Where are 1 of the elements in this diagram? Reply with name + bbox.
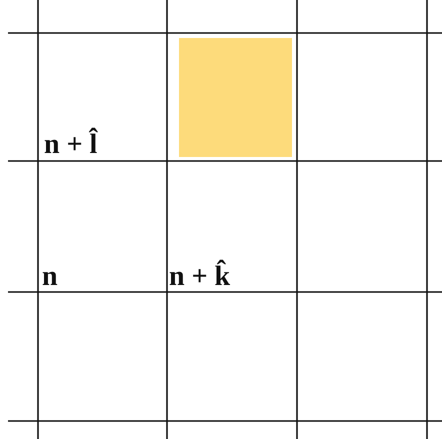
point-label: n: [42, 263, 58, 291]
